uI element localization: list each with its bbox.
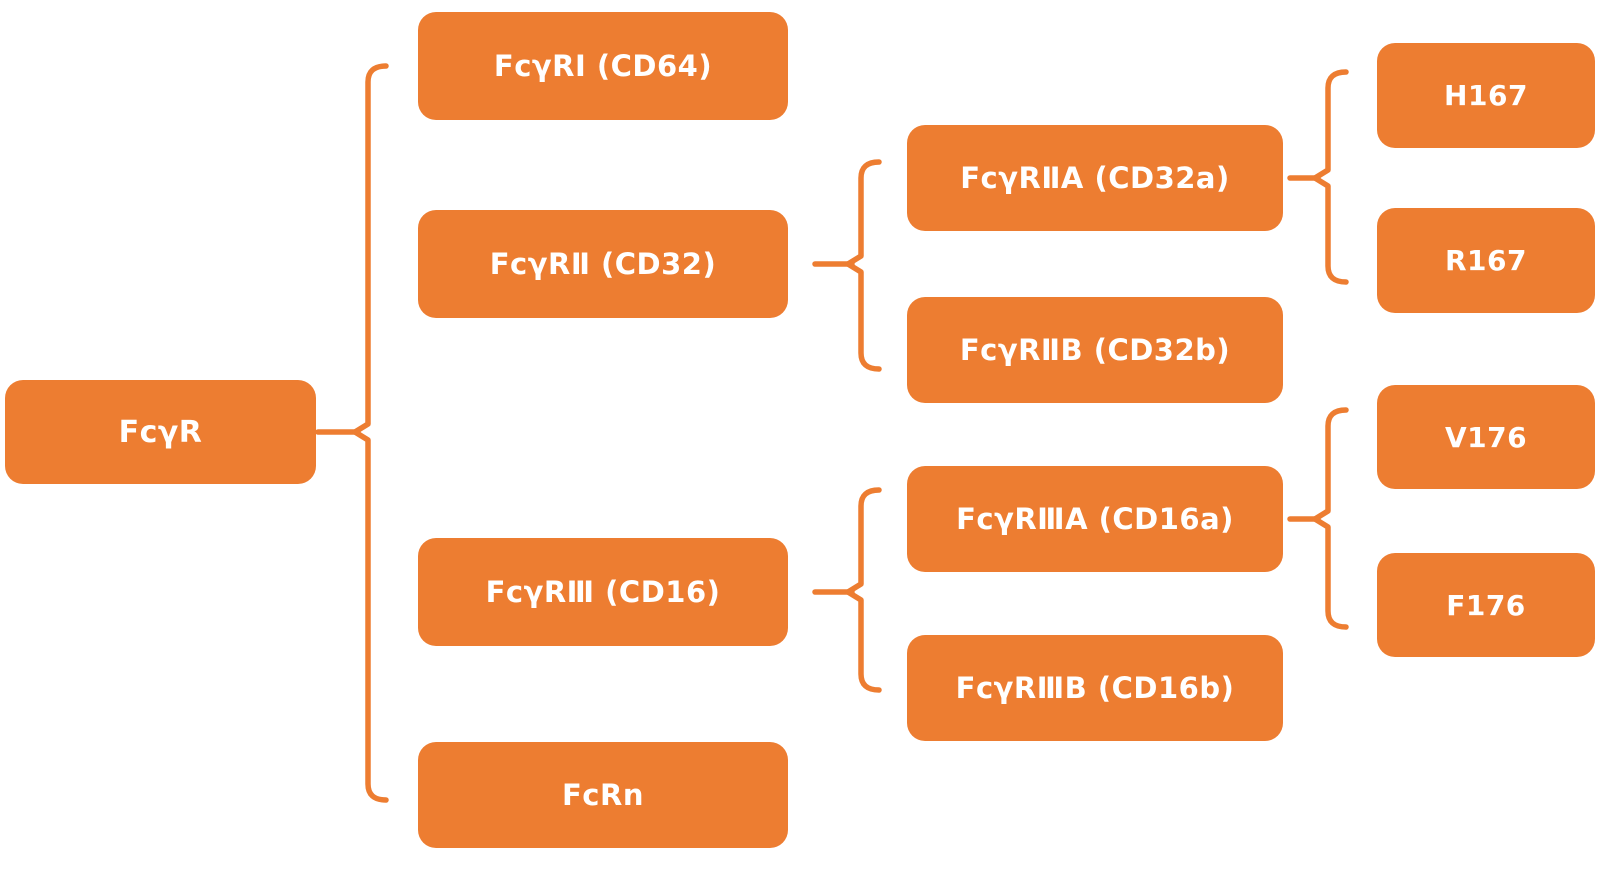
node-f176-variant: F176: [1377, 553, 1595, 657]
node-label: FcγRⅠ (CD64): [493, 49, 713, 83]
node-h167-variant: H167: [1377, 43, 1595, 148]
node-label: F176: [1446, 588, 1526, 622]
node-fcgr3-cd16: FcγRⅢ (CD16): [418, 538, 788, 646]
node-fcgr3a-cd16a: FcγRⅢA (CD16a): [907, 466, 1283, 572]
node-label: FcRn: [562, 778, 644, 812]
node-fcgr2a-cd32a: FcγRⅡA (CD32a): [907, 125, 1283, 231]
node-label: FcγRⅢ (CD16): [485, 575, 721, 609]
node-label: FcγRⅡB (CD32b): [959, 333, 1231, 367]
node-label: R167: [1444, 244, 1527, 277]
node-label: FcγRⅡA (CD32a): [960, 161, 1230, 195]
node-fcgr3b-cd16b: FcγRⅢB (CD16b): [907, 635, 1283, 741]
connector-fcgr2a-brace: [1312, 69, 1349, 285]
node-fcgr2-cd32: FcγRⅡ (CD32): [418, 210, 788, 318]
connector-fcgr3-brace: [845, 487, 882, 693]
node-fcgr2b-cd32b: FcγRⅡB (CD32b): [907, 297, 1283, 403]
node-label: V176: [1444, 420, 1528, 454]
node-fcgr-root: FcγR: [5, 380, 316, 484]
node-label: H167: [1444, 79, 1528, 112]
connector-fcgr2-brace: [845, 159, 882, 372]
connector-fcgr3a-brace: [1312, 407, 1349, 630]
connector-root-brace: [352, 63, 389, 803]
node-label: FcγRⅡ (CD32): [489, 247, 717, 281]
node-label: FcγRⅢA (CD16a): [956, 502, 1234, 536]
node-label: FcγRⅢB (CD16b): [955, 671, 1235, 705]
node-fcrn: FcRn: [418, 742, 788, 848]
node-v176-variant: V176: [1377, 385, 1595, 489]
node-r167-variant: R167: [1377, 208, 1595, 313]
node-label: FcγR: [118, 414, 203, 450]
node-fcgr1-cd64: FcγRⅠ (CD64): [418, 12, 788, 120]
